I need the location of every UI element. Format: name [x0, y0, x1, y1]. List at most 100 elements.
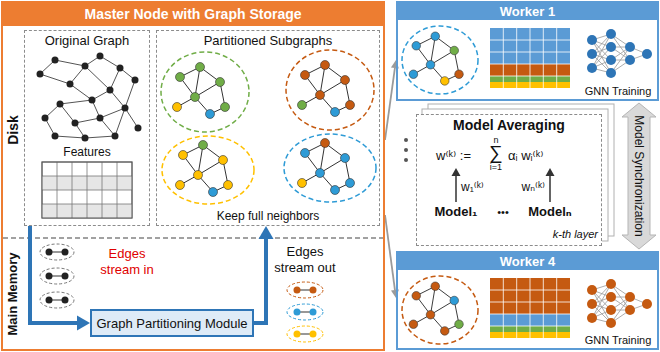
original-graph-part-part	[82, 135, 89, 142]
partition-orange-part-part	[321, 61, 330, 70]
worker-one-graph-part-part	[409, 70, 418, 79]
node-text: Features	[63, 145, 110, 159]
node-title: Worker 1	[500, 4, 555, 20]
original-graph-part-part	[135, 125, 142, 132]
partition-orange-part-part	[298, 101, 307, 110]
partition-yellow-part-part	[224, 181, 233, 190]
edge-stream-out-part	[310, 309, 317, 316]
partition-yellow-part-part	[180, 145, 228, 192]
more-workers-dots-part	[404, 138, 408, 142]
node-text: GNN Training	[585, 85, 652, 98]
partition-orange	[286, 50, 374, 130]
worker-four-graph-part-part	[440, 327, 449, 336]
original-graph	[37, 53, 142, 142]
averaging-arrows-part	[452, 168, 461, 176]
original-graph-part-part	[72, 120, 79, 127]
header-bars-part	[397, 252, 658, 270]
original-graph-part-part	[112, 133, 119, 140]
worker-one-graph-part-part	[455, 70, 464, 79]
partition-green-part	[173, 63, 230, 119]
sum-limit: i=1	[490, 162, 502, 173]
partition-green-part-part	[173, 103, 182, 112]
arrow-head	[259, 226, 274, 239]
worker-one-network	[587, 29, 652, 78]
worker-four-graph-part-part	[413, 286, 459, 331]
partition-orange-part	[298, 61, 355, 117]
worker-four-graph-part-part	[409, 320, 418, 329]
more-workers-dots	[404, 138, 408, 162]
worker-one-table	[490, 28, 570, 88]
edge-stream-in-part	[46, 249, 69, 304]
original-graph-part-part	[42, 115, 49, 122]
partition-orange-part-part	[346, 101, 355, 110]
worker-four-graph-part	[409, 282, 463, 335]
worker-one-graph-part-part	[412, 41, 421, 50]
stacked-frames-part	[416, 114, 602, 246]
partition-box: Partitioned SubgraphsKeep full neighbors	[156, 30, 380, 226]
partition-yellow-part-part	[219, 156, 228, 165]
partition-orange-part-part	[316, 91, 325, 100]
partition-green-part-part	[206, 110, 215, 119]
model-label: Model₁	[435, 204, 478, 220]
partition-yellow	[162, 136, 254, 204]
layer-note: k-th layer	[553, 228, 598, 241]
partition-blue-part	[298, 139, 355, 195]
feature-table-part	[42, 162, 132, 218]
node-title: Model Averaging	[453, 117, 565, 134]
connector	[30, 226, 90, 331]
node-text: GNN Training	[585, 334, 652, 347]
node-title: Graph Partitioning Module	[96, 316, 247, 332]
original-graph-part-part	[82, 63, 89, 70]
original-graph-part-part	[52, 57, 59, 64]
partition-blue-part-part	[321, 139, 330, 148]
edge-stream-in-part-part	[46, 273, 53, 280]
header-bars-part	[397, 2, 658, 20]
connector-line	[385, 68, 395, 140]
stream-note: Edges stream in	[94, 246, 160, 277]
averaging-arrows-part	[456, 175, 550, 202]
feature-table-part	[42, 162, 132, 218]
edge-stream-out-part	[294, 287, 301, 294]
feature-table-part	[42, 162, 132, 218]
partition-blue-part-part	[346, 179, 355, 188]
partition-orange-part-part	[331, 108, 340, 117]
sync-arrow	[622, 103, 656, 249]
worker-one-graph-part	[402, 26, 478, 94]
worker-one-graph-part-part	[426, 60, 435, 69]
connector-line	[254, 239, 266, 323]
more-workers-dots-part	[404, 158, 408, 162]
original-graph-part-part	[122, 105, 129, 112]
edge-stream-in	[40, 244, 74, 308]
edge-stream-in-part-part	[46, 297, 53, 304]
partition-green-part-part	[177, 67, 225, 114]
formula-term: αᵢ wᵢ⁽ᵏ⁾	[508, 148, 543, 164]
averaging-box: Model Averaging	[416, 114, 602, 246]
original-graph-part-part	[67, 81, 74, 88]
stacked-frames	[416, 104, 614, 246]
node-title: Original Graph	[45, 33, 130, 49]
partition-yellow-part-part	[209, 188, 218, 197]
memory-divider	[3, 237, 383, 238]
stream-note: Edges stream out	[270, 244, 340, 275]
partition-blue-part-part	[316, 169, 325, 178]
worker-four-graph-part-part	[431, 282, 440, 291]
worker-four-table-part	[490, 278, 570, 338]
edge-stream-in-part-part	[62, 249, 69, 256]
partition-green-part-part	[191, 93, 200, 102]
averaging-arrows	[452, 168, 555, 202]
ellipsis: •••	[497, 206, 509, 219]
edge-stream-out-part	[294, 331, 301, 338]
weight-label: w₁⁽ᵏ⁾	[461, 180, 484, 194]
storage-box: Original GraphFeatures	[24, 30, 150, 226]
partition-blue-part-part	[302, 143, 350, 190]
worker-four-graph-part-part	[426, 310, 435, 319]
partition-orange-part-part	[341, 76, 350, 85]
feature-table	[42, 162, 132, 218]
header-bars-part	[1, 1, 385, 26]
worker-one-graph-part-part	[413, 36, 459, 81]
worker-four-graph-part-part	[455, 320, 464, 329]
averaging-arrows-part	[546, 168, 555, 176]
original-graph-part-part	[97, 115, 104, 122]
